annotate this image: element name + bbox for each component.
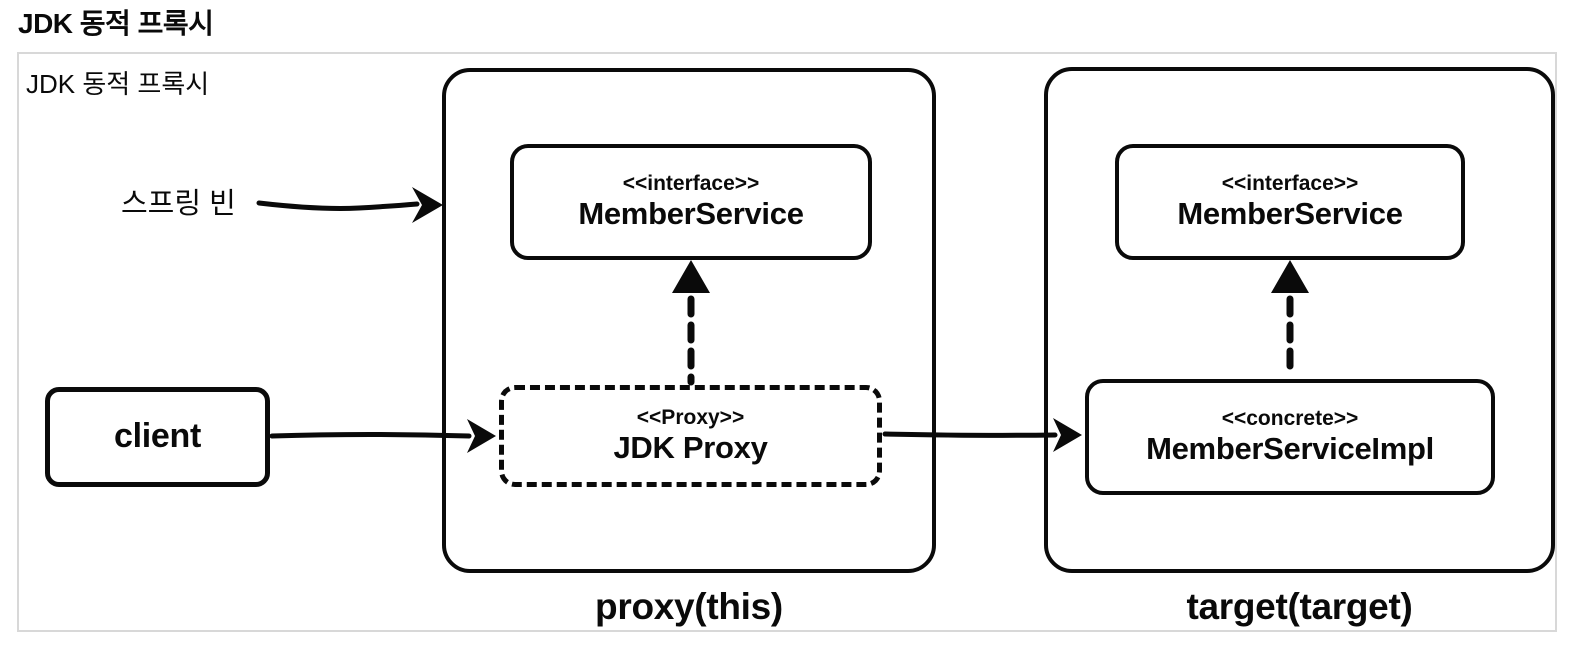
- client-node: client: [45, 387, 270, 487]
- member-service-interface-node-left: <<interface>> MemberService: [510, 144, 872, 260]
- page-title: JDK 동적 프록시: [18, 8, 214, 39]
- stereotype-label: <<interface>>: [1221, 172, 1359, 196]
- class-name-label: MemberService: [578, 196, 804, 232]
- diagram-frame: JDK 동적 프록시 스프링 빈 <<interface>> MemberSer…: [17, 52, 1557, 632]
- stereotype-label: <<interface>>: [622, 172, 760, 196]
- class-name-label: MemberService: [1177, 196, 1403, 232]
- target-group-box: [1044, 67, 1555, 573]
- frame-label: JDK 동적 프록시: [26, 69, 210, 99]
- jdk-proxy-node: <<Proxy>> JDK Proxy: [499, 385, 882, 487]
- stereotype-label: <<Proxy>>: [636, 406, 745, 430]
- spring-bean-label: 스프링 빈: [121, 188, 236, 220]
- stereotype-label: <<concrete>>: [1221, 407, 1359, 431]
- member-service-interface-node-right: <<interface>> MemberService: [1115, 144, 1465, 260]
- class-name-label: MemberServiceImpl: [1146, 431, 1434, 467]
- target-group-caption: target(target): [1186, 586, 1413, 627]
- spring-bean-arrow-icon: [256, 187, 443, 223]
- client-label: client: [113, 417, 201, 456]
- class-name-label: JDK Proxy: [613, 430, 768, 466]
- proxy-group-caption: proxy(this): [595, 586, 783, 627]
- member-service-impl-node: <<concrete>> MemberServiceImpl: [1085, 379, 1495, 495]
